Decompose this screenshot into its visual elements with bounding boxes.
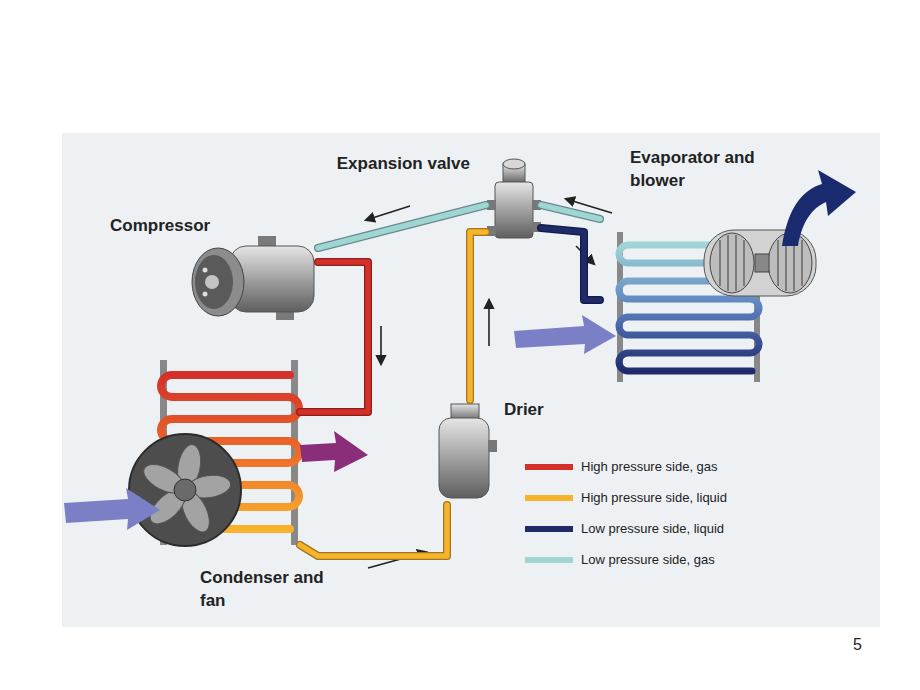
legend-entry: Low pressure side, liquid	[525, 521, 724, 536]
drier-body	[439, 418, 489, 498]
pipe-outline	[541, 228, 600, 300]
component-label: Evaporator and blower	[630, 146, 775, 192]
bolt	[203, 268, 208, 273]
legend-text: High pressure side, liquid	[581, 490, 727, 505]
refrigerant-pipe	[300, 262, 368, 412]
blower-drum	[710, 233, 754, 293]
valve-body	[495, 182, 533, 238]
compressor-pulley-face	[195, 255, 233, 309]
legend-text: Low pressure side, gas	[581, 552, 715, 567]
fan-ring	[129, 434, 241, 546]
valve-cap-top	[503, 159, 525, 169]
component-box: Expansion valve	[486, 158, 541, 240]
refrigerant-pipe	[318, 205, 486, 248]
flow-arrows	[366, 199, 612, 568]
pipe-fill	[541, 205, 600, 219]
legend-entry: High pressure side, gas	[525, 459, 718, 474]
pipe-outline	[470, 232, 486, 400]
flow-arrow	[488, 300, 490, 346]
component-label: Expansion valve	[337, 152, 470, 175]
legend-text: Low pressure side, liquid	[581, 521, 724, 536]
legend-swatch	[525, 495, 573, 501]
component-label: Compressor	[110, 214, 210, 237]
pipe-fill	[318, 205, 486, 248]
component-label: Condenser and fan	[200, 566, 340, 612]
legend-swatch	[525, 526, 573, 532]
pipe-fill	[300, 262, 368, 412]
drier-fitting	[488, 440, 497, 452]
component-box: Drier	[432, 400, 498, 505]
air-arrows	[64, 170, 856, 530]
condenser-illustration	[129, 360, 299, 546]
refrigerant-pipe	[541, 228, 600, 300]
air-in-arrow	[64, 488, 160, 530]
blower-motor	[755, 254, 769, 272]
legend-entry: High pressure side, liquid	[525, 490, 727, 505]
legend-swatch	[525, 557, 573, 563]
bolt	[203, 292, 208, 297]
fan-hub	[174, 479, 196, 501]
air-in-arrow	[514, 315, 616, 354]
compressor-shaft	[205, 275, 219, 289]
refrigerant-pipe	[541, 205, 600, 219]
flow-arrow	[366, 206, 410, 220]
compressor-pulley	[192, 248, 244, 316]
component-box: Compressor	[185, 238, 318, 322]
fan-blades	[139, 443, 232, 536]
evaporator-illustration	[617, 230, 816, 382]
pipe-outline	[541, 205, 600, 219]
legend-entry: Low pressure side, gas	[525, 552, 715, 567]
refrigerant-pipe	[300, 505, 447, 556]
expansion-valve-illustration	[487, 159, 541, 238]
page-number: 5	[853, 636, 862, 654]
flow-arrow	[380, 326, 382, 364]
component-label: Drier	[504, 398, 544, 421]
cool-air-arrow	[782, 170, 856, 246]
blower-housing	[704, 230, 816, 296]
refrigerant-pipe	[470, 232, 486, 400]
figure-ground	[62, 133, 880, 627]
compressor-illustration	[192, 236, 314, 320]
pipe-outline	[300, 505, 447, 556]
component-box: Condenser and fan	[140, 355, 300, 560]
component-box: Evaporator and blower	[600, 210, 822, 382]
pipe-fill	[470, 232, 486, 400]
pipe-fill	[541, 228, 600, 300]
pipe-outline	[300, 262, 368, 412]
legend-swatch	[525, 464, 573, 470]
legend-text: High pressure side, gas	[581, 459, 718, 474]
pipe-fill	[300, 505, 447, 556]
drier-illustration	[439, 404, 497, 498]
pipe-outline	[318, 205, 486, 248]
air-out-arrow	[300, 431, 368, 472]
